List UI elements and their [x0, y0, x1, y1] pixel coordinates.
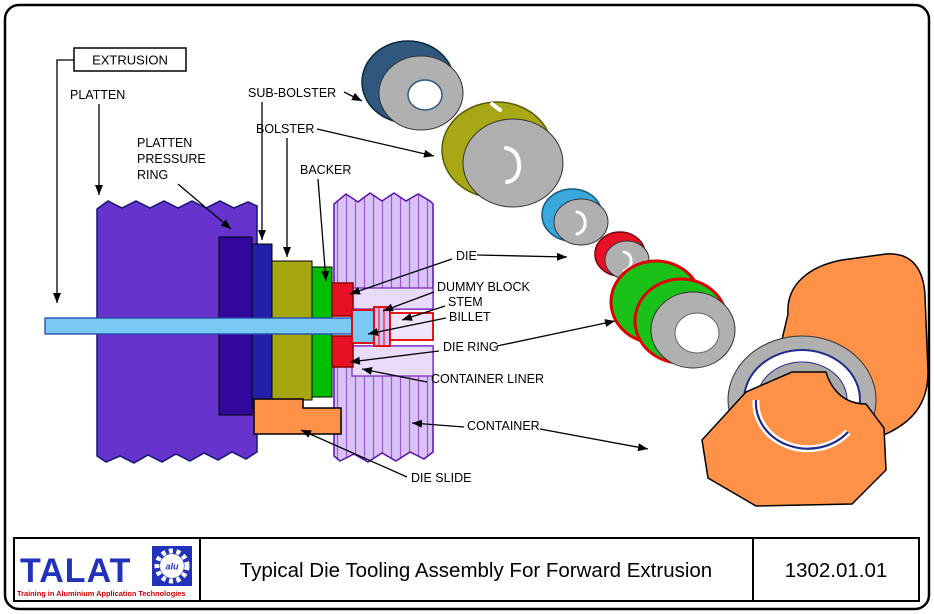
- extrusion-leader-arrow: [53, 59, 74, 303]
- backer-label: BACKER: [300, 163, 351, 177]
- gear-icon-center: [160, 554, 184, 578]
- stem-label: STEM: [448, 295, 483, 309]
- talat-logo-text: TALAT: [20, 552, 131, 590]
- talat-alu-text: alu: [165, 562, 179, 572]
- die-slide-shape: [253, 398, 342, 435]
- container-lower-half-3d: [701, 371, 887, 507]
- sub-bolster-label: SUB-BOLSTER: [248, 86, 336, 100]
- talat-logo: TALAT alu Training in Aluminium Applicat…: [17, 546, 192, 598]
- extrusion-label-box: [73, 47, 187, 72]
- figure-title: Typical Die Tooling Assembly For Forward…: [240, 559, 712, 582]
- die-ring-3d: [609, 259, 736, 369]
- container-liner-lower-shape: [351, 345, 434, 377]
- pressure-ring-label-line1: PLATTEN: [137, 136, 192, 150]
- container-leader-arrow-right: [539, 428, 649, 452]
- container-liner-upper-shape: [351, 287, 434, 310]
- exploded-parts: [361, 40, 929, 507]
- stem-leader-arrow: [401, 305, 446, 321]
- die-lower-shape: [331, 335, 354, 368]
- bolster-rim-mark: [490, 102, 502, 112]
- container-leader-arrow-left: [411, 419, 465, 428]
- bolster-leader-arrow-right: [316, 128, 435, 158]
- gear-icon: [154, 548, 190, 584]
- backer-keyway-mark: [575, 210, 587, 236]
- platten-label: PLATTEN: [70, 88, 125, 102]
- container-label: CONTAINER: [467, 419, 540, 433]
- billet-label: BILLET: [449, 310, 491, 324]
- footer-code-box: [752, 537, 920, 602]
- talat-logo-subtitle: Training in Aluminium Application Techno…: [17, 589, 185, 598]
- bolster-keyway-mark: [504, 146, 522, 184]
- die-label: DIE: [456, 249, 477, 263]
- extrusion-rod-shape: [44, 317, 353, 335]
- container-3d: [701, 253, 929, 507]
- pressure-ring-label-line3: RING: [137, 168, 168, 182]
- sub-bolster-leader-arrow-right: [343, 91, 363, 102]
- figure-code: 1302.01.01: [785, 559, 888, 582]
- bolster-label: BOLSTER: [256, 122, 314, 136]
- footer: TALAT alu Training in Aluminium Applicat…: [13, 537, 920, 602]
- die-slide-leader-arrow: [300, 429, 408, 478]
- page-border: [3, 3, 931, 611]
- sub-bolster-3d: [361, 40, 464, 131]
- container-liner-leader-arrow: [361, 367, 428, 383]
- backer-3d: [541, 188, 609, 246]
- cross-section-assembly: [44, 192, 434, 464]
- pressure-ring-label-line2: PRESSURE: [137, 152, 206, 166]
- pressure-ring-leader-arrow: [177, 183, 232, 230]
- die-slide-label: DIE SLIDE: [411, 471, 471, 485]
- bolster-3d: [441, 101, 564, 208]
- leader-lines: [53, 59, 649, 478]
- extrusion-label: EXTRUSION: [92, 53, 168, 68]
- die-upper-shape: [331, 282, 354, 317]
- die-leader-arrow-left: [349, 258, 453, 295]
- dummy-block-leader-arrow: [382, 291, 435, 312]
- backer-leader-arrow: [317, 178, 330, 282]
- footer-title-box: [199, 537, 754, 602]
- container-liner-label: CONTAINER LINER: [431, 372, 544, 386]
- die-ring-label: DIE RING: [443, 340, 499, 354]
- billet-shape: [351, 309, 375, 344]
- die-leader-arrow-right: [476, 252, 568, 261]
- dummy-block-shape: [373, 306, 391, 347]
- diagram-labels: EXTRUSION PLATTEN PLATTEN PRESSURE RING …: [70, 47, 544, 485]
- dummy-block-label: DUMMY BLOCK: [437, 280, 531, 294]
- container-groove-liner-edge: [754, 399, 849, 450]
- billet-leader-arrow: [367, 317, 447, 336]
- die-ring-leader-arrow-right: [496, 319, 616, 347]
- die-ring-leader-arrow-left: [349, 350, 440, 365]
